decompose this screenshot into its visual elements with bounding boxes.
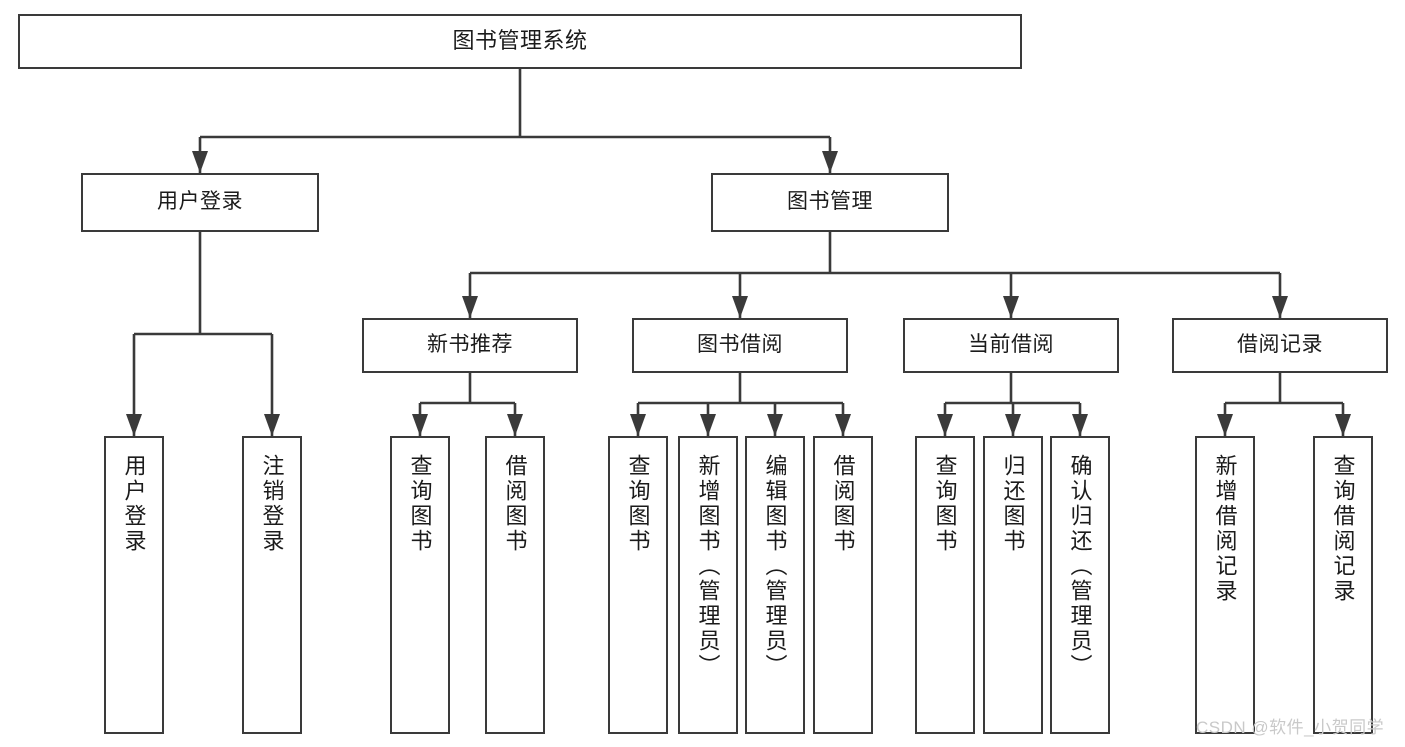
node-label: 借阅记录 [1237, 333, 1323, 357]
node-label: 编辑图书（管理员） [762, 454, 788, 679]
node-leaf-query-book-3[interactable]: 查询图书 [915, 436, 975, 734]
node-label: 新增借阅记录 [1212, 454, 1238, 604]
node-label: 借阅图书 [830, 454, 856, 554]
node-user-login[interactable]: 用户登录 [81, 173, 319, 232]
node-label: 查询图书 [625, 454, 651, 554]
node-leaf-return-book[interactable]: 归还图书 [983, 436, 1043, 734]
node-current-borrow[interactable]: 当前借阅 [903, 318, 1119, 373]
node-label: 查询图书 [932, 454, 958, 554]
node-new-book-recommend[interactable]: 新书推荐 [362, 318, 578, 373]
node-label: 图书借阅 [697, 333, 783, 357]
node-label: 当前借阅 [968, 333, 1054, 357]
node-leaf-query-book-2[interactable]: 查询图书 [608, 436, 668, 734]
node-leaf-borrow-book-1[interactable]: 借阅图书 [485, 436, 545, 734]
node-book-manage[interactable]: 图书管理 [711, 173, 949, 232]
node-leaf-query-book-1[interactable]: 查询图书 [390, 436, 450, 734]
node-book-borrow[interactable]: 图书借阅 [632, 318, 848, 373]
node-leaf-query-record[interactable]: 查询借阅记录 [1313, 436, 1373, 734]
node-label: 查询图书 [407, 454, 433, 554]
node-label: 用户登录 [157, 190, 243, 214]
node-label: 查询借阅记录 [1330, 454, 1356, 604]
node-leaf-user-logout[interactable]: 注销登录 [242, 436, 302, 734]
node-leaf-borrow-book-2[interactable]: 借阅图书 [813, 436, 873, 734]
node-label: 用户登录 [121, 454, 147, 554]
node-label: 图书管理 [787, 190, 873, 214]
node-label: 借阅图书 [502, 454, 528, 554]
node-label: 图书管理系统 [452, 28, 588, 54]
node-borrow-record[interactable]: 借阅记录 [1172, 318, 1388, 373]
node-root[interactable]: 图书管理系统 [18, 14, 1022, 69]
node-label: 注销登录 [259, 454, 285, 554]
node-leaf-confirm-return[interactable]: 确认归还（管理员） [1050, 436, 1110, 734]
node-leaf-user-login[interactable]: 用户登录 [104, 436, 164, 734]
node-label: 新书推荐 [427, 333, 513, 357]
node-leaf-add-book[interactable]: 新增图书（管理员） [678, 436, 738, 734]
node-leaf-add-record[interactable]: 新增借阅记录 [1195, 436, 1255, 734]
watermark-text: CSDN @软件_小贺同学 [1196, 718, 1385, 737]
node-label: 确认归还（管理员） [1067, 454, 1093, 679]
node-label: 新增图书（管理员） [695, 454, 721, 679]
node-label: 归还图书 [1000, 454, 1026, 554]
node-leaf-edit-book[interactable]: 编辑图书（管理员） [745, 436, 805, 734]
